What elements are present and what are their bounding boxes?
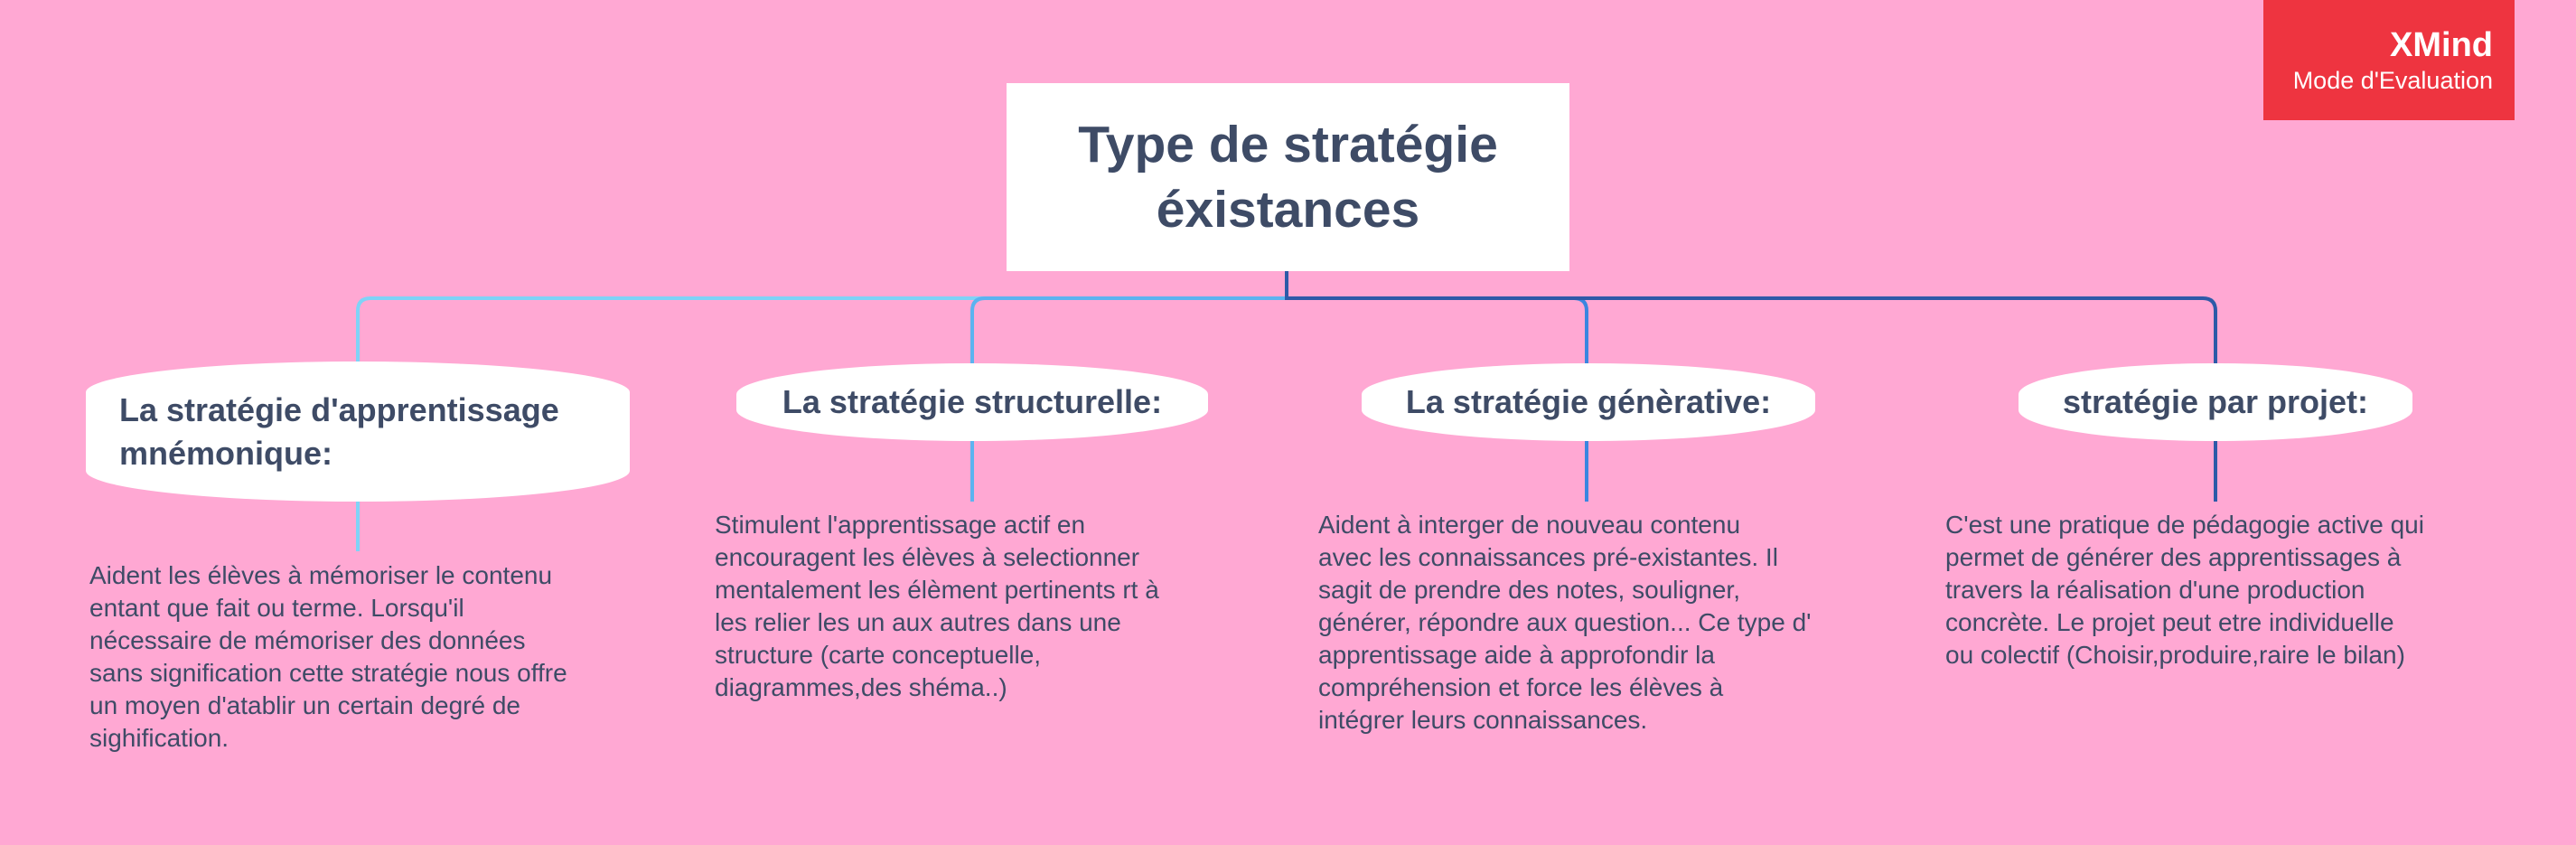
evaluation-watermark: XMind Mode d'Evaluation [2263, 0, 2515, 120]
subtopic-description-structurelle[interactable]: Stimulent l'apprentissage actif en encou… [715, 511, 1159, 701]
branch-topic-mnemonique[interactable]: La stratégie d'apprentissage mnémonique: [86, 361, 630, 502]
subtopic-description-mnemonique[interactable]: Aident les élèves à mémoriser le contenu… [89, 561, 567, 752]
central-topic-title: Type de stratégie éxistances [1078, 116, 1498, 239]
branch-topic-generative[interactable]: La stratégie génèrative: [1362, 363, 1815, 441]
central-topic[interactable]: Type de stratégie éxistances [1007, 83, 1569, 271]
connector-branch-4 [1285, 271, 2217, 363]
branch-label: La stratégie structurelle: [782, 383, 1163, 420]
branch-topic-structurelle[interactable]: La stratégie structurelle: [736, 363, 1208, 441]
watermark-brand: XMind [2390, 26, 2493, 64]
subtopic-description-generative[interactable]: Aident à interger de nouveau contenu ave… [1318, 511, 1812, 734]
branch-topic-projet[interactable]: stratégie par projet: [2019, 363, 2412, 441]
connector-branch-2 [970, 296, 1287, 363]
branch-label: stratégie par projet: [2062, 383, 2369, 420]
branch-label: La stratégie génèrative: [1405, 383, 1772, 420]
connector-branch-3 [1287, 296, 1588, 363]
watermark-mode: Mode d'Evaluation [2292, 67, 2493, 94]
branch-label: La stratégie d'apprentissage mnémonique: [119, 390, 559, 472]
subtopic-description-projet[interactable]: C'est une pratique de pédagogie active q… [1945, 511, 2424, 669]
connector-branch-1 [356, 296, 1287, 361]
